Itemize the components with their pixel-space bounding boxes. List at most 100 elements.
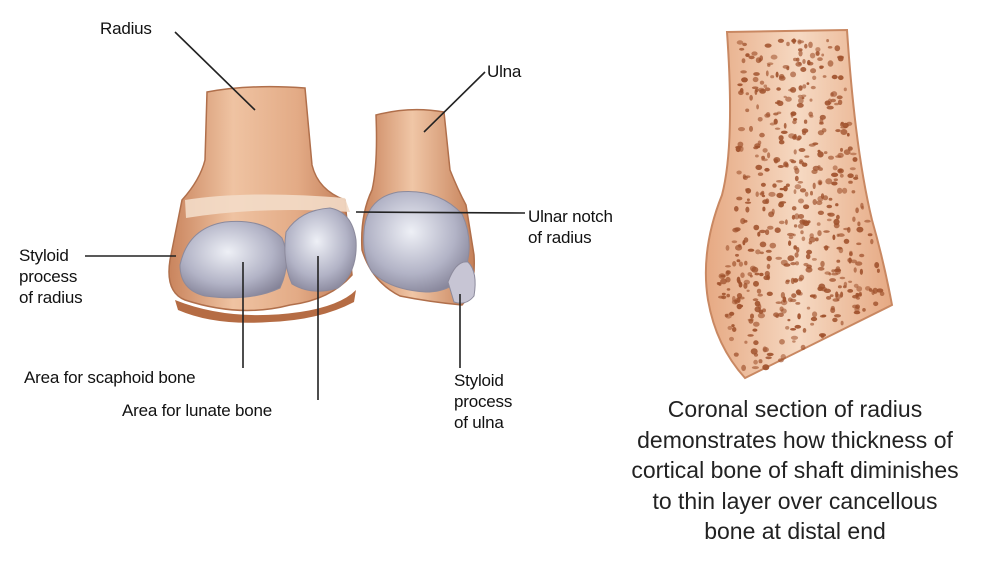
trabecula-dot: [739, 262, 743, 267]
trabecula-dot: [725, 265, 731, 267]
label-styloid-process-ulna: Styloid process of ulna: [454, 370, 512, 433]
trabecula-dot: [828, 46, 833, 49]
trabecula-dot: [748, 249, 755, 252]
trabecula-dot: [779, 140, 785, 144]
trabecula-dot: [818, 211, 824, 215]
trabecula-dot: [837, 95, 843, 99]
trabecula-dot: [791, 336, 798, 340]
ulnar-notch-leader: [356, 212, 525, 213]
trabecula-dot: [802, 59, 805, 64]
trabecula-dot: [819, 181, 822, 185]
trabecula-dot: [795, 302, 800, 305]
trabecula-dot: [762, 207, 765, 212]
trabecula-dot: [825, 178, 832, 184]
trabecula-dot: [827, 205, 833, 208]
trabecula-dot: [803, 328, 807, 333]
trabecula-dot: [732, 296, 736, 302]
trabecula-dot: [862, 308, 866, 312]
trabecula-dot: [812, 142, 818, 145]
trabecula-dot: [836, 260, 840, 263]
trabecula-dot: [813, 183, 816, 189]
trabecula-dot: [749, 126, 753, 132]
trabecula-dot: [758, 304, 761, 310]
trabecula-dot: [753, 146, 758, 149]
trabecula-dot: [799, 148, 806, 152]
trabecula-dot: [747, 198, 750, 201]
trabecula-dot: [849, 251, 852, 255]
trabecula-dot: [747, 334, 753, 337]
trabecula-dot: [860, 269, 863, 275]
trabecula-dot: [824, 151, 828, 154]
trabecula-dot: [763, 346, 767, 352]
trabecula-dot: [840, 148, 843, 152]
trabecula-dot: [753, 225, 759, 231]
trabecula-dot: [767, 353, 774, 356]
trabecula-dot: [798, 181, 804, 184]
trabecula-dot: [793, 245, 797, 249]
trabecula-dot: [761, 158, 768, 161]
trabecula-dot: [852, 305, 858, 309]
trabecula-dot: [790, 299, 796, 302]
trabecula-dot: [753, 340, 758, 345]
trabecula-dot: [880, 291, 885, 296]
trabecula-dot: [810, 53, 815, 59]
trabecula-dot: [835, 129, 840, 132]
trabecula-dot: [798, 214, 804, 219]
trabecula-dot: [840, 277, 846, 280]
trabecula-dot: [753, 298, 759, 301]
trabecula-dot: [745, 207, 749, 213]
trabecula-dot: [830, 308, 835, 313]
trabecula-dot: [824, 245, 828, 250]
trabecula-dot: [752, 329, 757, 332]
trabecula-dot: [762, 364, 769, 370]
trabecula-dot: [736, 197, 742, 201]
trabecula-dot: [732, 228, 739, 233]
trabecula-dot: [877, 269, 880, 273]
trabecula-dot: [847, 133, 850, 137]
trabecula-dot: [832, 75, 838, 79]
trabecula-dot: [827, 213, 831, 216]
trabecula-dot: [727, 288, 731, 291]
trabecula-dot: [778, 39, 784, 43]
trabecula-dot: [776, 87, 781, 91]
trabecula-dot: [819, 122, 824, 125]
trabecula-dot: [731, 324, 734, 327]
trabecula-dot: [779, 74, 784, 79]
trabecula-dot: [828, 156, 834, 160]
trabecula-dot: [754, 353, 758, 357]
trabecula-dot: [838, 169, 842, 172]
trabecula-dot: [821, 334, 824, 338]
trabecula-dot: [861, 206, 864, 210]
trabecula-dot: [752, 86, 759, 89]
trabecula-dot: [718, 282, 721, 286]
trabecula-dot: [850, 167, 856, 170]
trabecula-dot: [801, 95, 806, 98]
trabecula-dot: [806, 254, 811, 259]
trabecula-dot: [772, 209, 775, 215]
trabecula-dot: [778, 165, 784, 168]
trabecula-dot: [778, 358, 784, 362]
trabecula-dot: [808, 42, 813, 48]
trabecula-dot: [847, 227, 851, 233]
trabecula-dot: [767, 226, 773, 230]
trabecula-dot: [768, 192, 775, 197]
trabecula-dot: [753, 72, 760, 76]
trabecula-dot: [813, 199, 817, 205]
trabecula-dot: [809, 237, 816, 243]
trabecula-dot: [753, 77, 759, 82]
trabecula-dot: [859, 254, 864, 258]
trabecula-dot: [847, 289, 853, 293]
trabecula-dot: [765, 356, 771, 359]
trabecula-dot: [844, 282, 847, 287]
trabecula-dot: [837, 234, 840, 237]
trabecula-dot: [767, 152, 770, 158]
trabecula-dot: [851, 260, 857, 264]
trabecula-dot: [746, 92, 749, 95]
label-ulnar-notch: Ulnar notch of radius: [528, 206, 613, 248]
trabecula-dot: [747, 290, 750, 292]
section-caption: Coronal section of radius demonstrates h…: [585, 394, 1003, 547]
trabecula-dot: [831, 273, 838, 276]
trabecula-dot: [852, 217, 855, 222]
trabecula-dot: [755, 155, 759, 158]
